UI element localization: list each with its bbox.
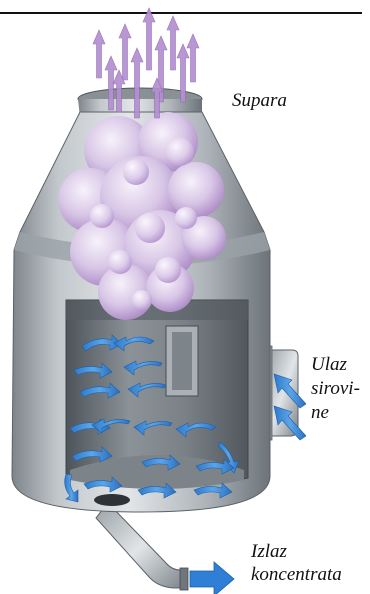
- up-arrow-icon: [167, 16, 179, 70]
- steam-label: Supara: [232, 90, 287, 112]
- outlet-pipe: [96, 505, 188, 590]
- up-arrow-icon: [93, 30, 105, 78]
- up-arrow-icon: [143, 8, 155, 70]
- up-arrow-icon: [119, 24, 131, 80]
- outlet-label-line2: koncentrata: [251, 564, 342, 586]
- inlet-label-line3: ne: [311, 402, 329, 424]
- outlet-label-line1: Izlaz: [251, 541, 287, 563]
- inlet-label-line2: sirovi-: [311, 378, 360, 400]
- right-arrow-icon: [190, 562, 234, 594]
- outlet-arrow: [190, 562, 234, 594]
- inlet-label-line1: Ulaz: [311, 354, 347, 376]
